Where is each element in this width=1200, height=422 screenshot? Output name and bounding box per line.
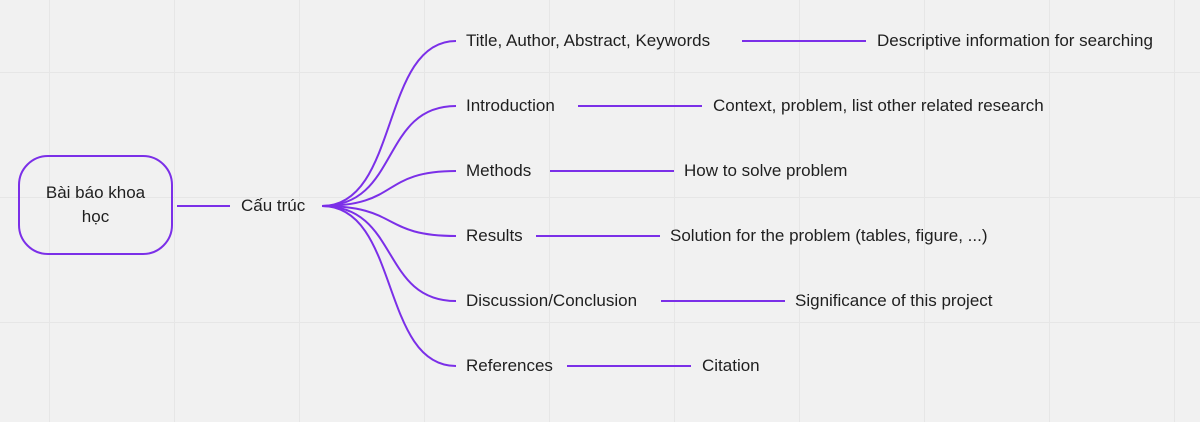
branch-label-discussion[interactable]: Discussion/Conclusion bbox=[466, 291, 638, 310]
hub-node-label[interactable]: Cấu trúc bbox=[241, 196, 306, 215]
branch-label-methods[interactable]: Methods bbox=[466, 161, 532, 180]
branch-label-title-author[interactable]: Title, Author, Abstract, Keywords bbox=[466, 31, 711, 50]
branch-detail-introduction[interactable]: Context, problem, list other related res… bbox=[713, 96, 1044, 115]
branch-label-results[interactable]: Results bbox=[466, 226, 523, 245]
branch-detail-discussion[interactable]: Significance of this project bbox=[795, 291, 993, 310]
branch-connector bbox=[321, 170, 457, 207]
branch-detail-results[interactable]: Solution for the problem (tables, figure… bbox=[670, 226, 988, 245]
branch-connector bbox=[321, 205, 457, 302]
branch-label-introduction[interactable]: Introduction bbox=[466, 96, 555, 115]
branch-connector bbox=[321, 40, 457, 207]
branch-detail-methods[interactable]: How to solve problem bbox=[684, 161, 848, 180]
branch-connector bbox=[321, 205, 457, 367]
root-node-label: Bài báo khoa học bbox=[45, 183, 146, 226]
branch-label-references[interactable]: References bbox=[466, 356, 553, 375]
branch-detail-references[interactable]: Citation bbox=[702, 356, 760, 375]
branch-detail-title-author[interactable]: Descriptive information for searching bbox=[877, 31, 1153, 50]
branch-connector bbox=[321, 105, 457, 207]
root-node[interactable]: Bài báo khoa học bbox=[18, 155, 173, 255]
branch-connector bbox=[321, 205, 457, 237]
